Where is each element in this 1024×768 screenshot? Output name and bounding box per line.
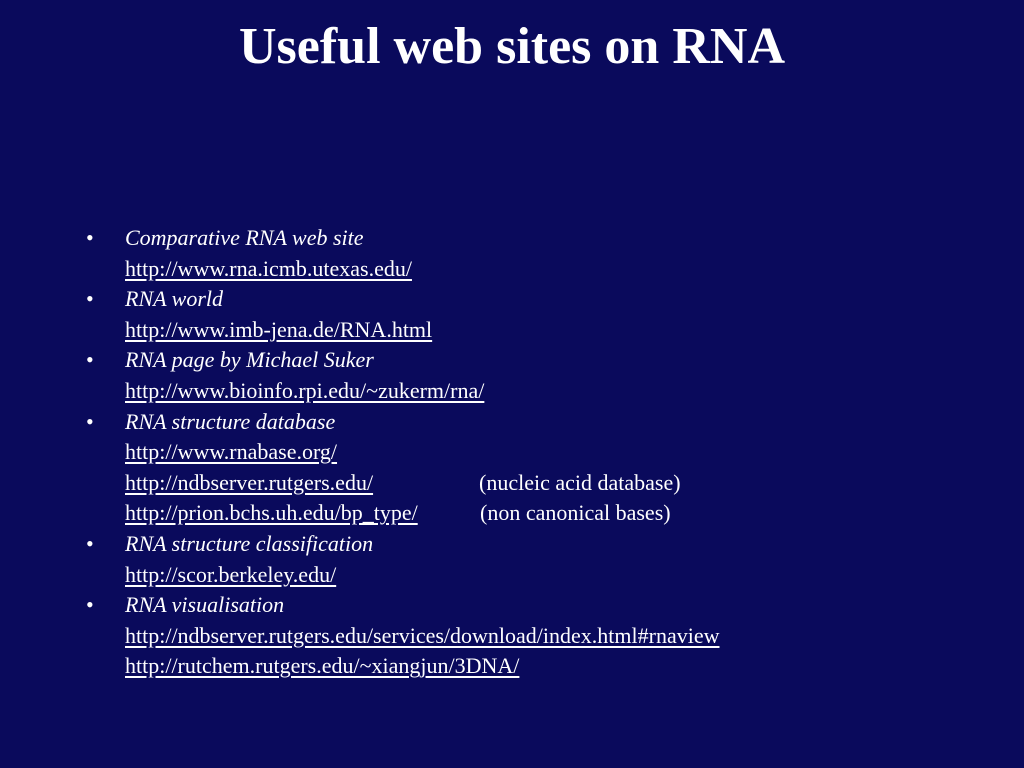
list-item-heading: RNA structure database	[125, 408, 336, 434]
list-item-heading: RNA world	[125, 286, 224, 312]
list-item-heading-line: • RNA structure classification	[86, 529, 986, 560]
link-list: • Comparative RNA web site http://www.rn…	[86, 223, 986, 682]
list-item-link-line: http://rutchem.rutgers.edu/~xiangjun/3DN…	[86, 651, 986, 682]
link-note: (non canonical bases)	[480, 500, 671, 526]
slide-title: Useful web sites on RNA	[239, 18, 785, 75]
bullet-icon: •	[86, 408, 94, 434]
list-item-link-line: http://ndbserver.rutgers.edu/ (nucleic a…	[86, 468, 986, 499]
list-item-heading-line: • RNA world	[86, 284, 986, 315]
list-item-heading-line: • Comparative RNA web site	[86, 223, 986, 254]
site-link[interactable]: http://ndbserver.rutgers.edu/	[125, 469, 374, 495]
site-link[interactable]: http://www.bioinfo.rpi.edu/~zukerm/rna/	[125, 377, 485, 403]
site-link[interactable]: http://www.imb-jena.de/RNA.html	[125, 316, 433, 342]
list-item-link-line: http://prion.bchs.uh.edu/bp_type/ (non c…	[86, 498, 986, 529]
link-note: (nucleic acid database)	[479, 469, 681, 495]
list-item-heading: Comparative RNA web site	[125, 225, 364, 250]
bullet-icon: •	[86, 286, 94, 312]
site-link[interactable]: http://rutchem.rutgers.edu/~xiangjun/3DN…	[125, 653, 520, 679]
site-link[interactable]: http://www.rna.icmb.utexas.edu/	[125, 255, 412, 281]
list-item-heading: RNA visualisation	[125, 592, 285, 618]
list-item-heading-line: • RNA visualisation	[86, 590, 986, 621]
site-link[interactable]: http://scor.berkeley.edu/	[125, 561, 337, 587]
bullet-icon: •	[86, 347, 94, 373]
list-item-link-line: http://ndbserver.rutgers.edu/services/do…	[86, 621, 986, 652]
list-item-link-line: http://www.rna.icmb.utexas.edu/	[86, 254, 986, 285]
bullet-icon: •	[86, 592, 94, 618]
site-link[interactable]: http://www.rnabase.org/	[125, 439, 338, 465]
list-item-link-line: http://www.rnabase.org/	[86, 437, 986, 468]
list-item-heading: RNA structure classification	[125, 530, 374, 556]
list-item-link-line: http://www.imb-jena.de/RNA.html	[86, 315, 986, 346]
list-item-link-line: http://www.bioinfo.rpi.edu/~zukerm/rna/	[86, 376, 986, 407]
list-item-heading-line: • RNA structure database	[86, 407, 986, 438]
site-link[interactable]: http://prion.bchs.uh.edu/bp_type/	[125, 500, 418, 526]
list-item-heading: RNA page by Michael Suker	[125, 347, 374, 373]
bullet-icon: •	[86, 530, 94, 556]
list-item-heading-line: • RNA page by Michael Suker	[86, 345, 986, 376]
bullet-icon: •	[86, 225, 94, 250]
site-link[interactable]: http://ndbserver.rutgers.edu/services/do…	[125, 622, 720, 648]
list-item-link-line: http://scor.berkeley.edu/	[86, 560, 986, 591]
